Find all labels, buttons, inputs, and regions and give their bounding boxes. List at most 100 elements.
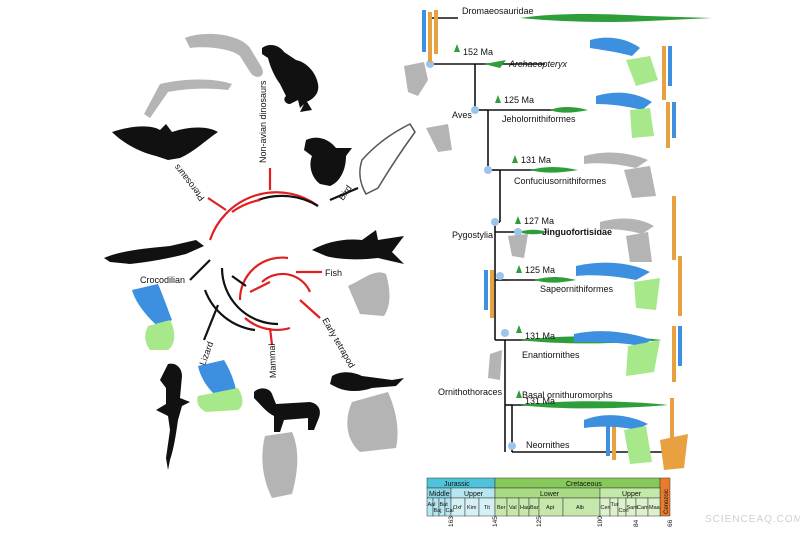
bone-limb-r6	[678, 256, 682, 316]
stage-sant: Sant	[627, 505, 639, 511]
timescale: Jurassic Cretaceous Cenozoic Middle Uppe…	[426, 477, 674, 527]
dino-arc	[257, 194, 319, 207]
stage-aal: Aal	[428, 502, 436, 508]
silhouette-crocodile-icon	[104, 240, 204, 264]
stage-row	[426, 497, 661, 517]
stage-baj: Baj	[434, 508, 442, 514]
bar-jehol	[550, 107, 588, 113]
fish-arc	[261, 272, 312, 293]
arrow-conf	[512, 155, 518, 163]
bone-scapula-5-icon	[576, 262, 650, 280]
right-illustrations	[404, 10, 688, 470]
label-upper-j: Upper	[464, 491, 484, 498]
tick-labels: 163 145 125 100 84 66	[448, 516, 674, 527]
branch-bird	[329, 186, 359, 202]
bone-gray-3-icon	[508, 234, 528, 258]
stage-apt: Apt	[546, 505, 555, 511]
label-upper-c: Upper	[622, 491, 642, 498]
node-2	[471, 106, 479, 114]
branch-croc	[189, 259, 211, 281]
stage-val: Val	[509, 505, 517, 511]
node-7	[501, 329, 509, 337]
stage-tur: Tur	[611, 502, 619, 508]
stage-oxf: Oxf	[453, 505, 462, 511]
branch-mammal	[268, 327, 274, 346]
label-jurassic: Jurassic	[444, 481, 470, 488]
circular-tree	[189, 168, 359, 346]
stage-bat: Bat	[440, 502, 449, 508]
bar-dromaeo	[520, 14, 712, 22]
bone-coracoid-7-icon	[624, 426, 652, 464]
pterosaur-connector	[231, 198, 261, 213]
stage-alb: Alb	[576, 505, 584, 511]
node-markers	[426, 60, 522, 450]
node-5	[514, 228, 522, 236]
age-arrows	[454, 44, 522, 398]
branch-inner1	[249, 281, 271, 293]
branch-inner2	[231, 275, 247, 287]
label-early-tetrapod: Early tetrapod	[320, 316, 357, 370]
taxon-neornithes: Neornithes	[526, 440, 570, 450]
bone-limb-r4	[672, 102, 676, 138]
age-enantiornithes: 131 Ma	[525, 331, 555, 341]
bone-gray-4-icon	[488, 350, 502, 380]
bone-limb-r9	[670, 398, 674, 460]
stage-hau: Hau	[520, 505, 530, 511]
bone-coracoid-6-icon	[626, 340, 660, 376]
arrow-sape	[516, 265, 522, 273]
tick-66: 66	[667, 519, 674, 527]
root-arc	[220, 267, 279, 326]
taxon-enantiornithes: Enantiornithes	[522, 350, 580, 360]
bar-jinguo	[518, 229, 548, 235]
branch-tetrapod	[299, 299, 321, 319]
bone-leg-orange-1	[428, 12, 432, 62]
taxon-dromaeosauridae: Dromaeosauridae	[462, 6, 534, 16]
bone-tetrapod-shoulder-icon	[347, 392, 398, 452]
label-fish: Fish	[325, 268, 342, 278]
silhouette-dog-icon	[254, 388, 320, 432]
bone-pterosaur-shoulder-icon	[144, 79, 232, 118]
silhouette-shark-icon	[312, 230, 404, 264]
bone-leg-blue-2	[484, 270, 488, 310]
arrow-enant	[516, 325, 522, 333]
bone-gray-2-icon	[426, 124, 452, 152]
bone-coracoid-4-icon	[626, 232, 652, 262]
bone-limb-r8	[678, 326, 682, 366]
taxon-basal-ornithuromorphs: Basal ornithuromorphs	[522, 390, 613, 400]
age-confuciusornithiformes: 131 Ma	[521, 155, 551, 165]
clade-pygostylia: Pygostylia	[452, 230, 493, 240]
bone-leg-orange-4	[612, 420, 616, 460]
tick-145: 145	[492, 516, 499, 527]
taxon-archaeopteryx: Archaeopteryx	[508, 59, 568, 69]
silhouette-pterosaur-icon	[112, 124, 218, 160]
taxa-labels: Dromaeosauridae Archaeopteryx Jeholornit…	[438, 6, 614, 450]
bone-coracoid-3-icon	[624, 166, 656, 198]
bone-coracoid-1-icon	[626, 56, 658, 86]
bone-croc-coracoid-icon	[145, 320, 175, 350]
bone-scapula-3-icon	[584, 152, 648, 168]
stage-ber: Ber	[497, 505, 506, 511]
label-middle: Middle	[429, 491, 450, 498]
taxon-jinguofortisidae: Jinguofortisidae	[542, 227, 612, 237]
stage-kim: Kim	[467, 505, 477, 511]
label-nonavian: Non-avian dinosaurs	[258, 80, 268, 163]
stage-labels: Aal Baj Bat Cal Oxf Kim Tit Ber Val Hau …	[428, 502, 661, 514]
duration-bars	[484, 14, 712, 409]
clade-aves: Aves	[452, 110, 472, 120]
stage-cal: Cal	[446, 508, 454, 514]
label-lower: Lower	[540, 491, 560, 498]
archosaur-arc	[208, 191, 319, 241]
branch-pterosaurs	[207, 197, 227, 211]
bone-coracoid-5-icon	[634, 278, 660, 310]
stage-bar: Bar	[530, 505, 539, 511]
silhouette-lizard-icon	[156, 363, 190, 470]
bone-gray-1-icon	[404, 62, 428, 96]
bone-dino-shoulder-icon	[185, 33, 263, 77]
stage-tit: Tit	[484, 505, 490, 511]
bone-limb-r10-icon	[660, 434, 688, 470]
age-basal-ornithuromorphs: 131 Ma	[525, 396, 555, 406]
bone-limb-r3	[666, 102, 670, 148]
bone-leg-orange-2	[434, 10, 438, 54]
bone-mammal-scapula-icon	[262, 432, 298, 498]
